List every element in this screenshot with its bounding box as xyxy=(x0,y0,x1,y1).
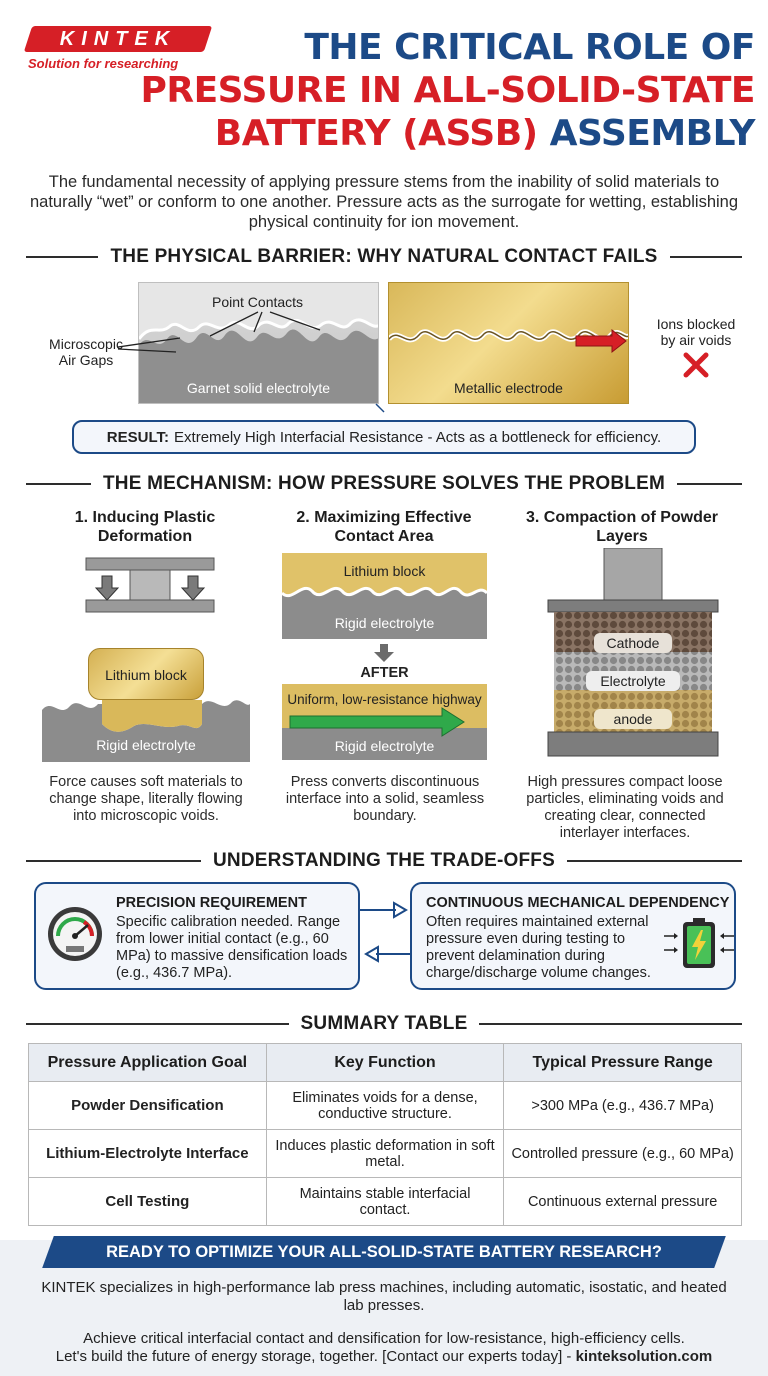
col3-cathode-label: Cathode xyxy=(594,633,672,653)
col1-title: 1. Inducing Plastic Deformation xyxy=(74,509,216,545)
table-header-cell: Key Function xyxy=(265,1043,505,1082)
barrier-heading: THE PHYSICAL BARRIER: WHY NATURAL CONTAC… xyxy=(26,245,742,269)
point-contacts-label: Point Contacts xyxy=(212,294,304,310)
footer-line-3: Let's build the future of energy storage… xyxy=(30,1348,738,1366)
table-cell: Continuous external pressure xyxy=(503,1177,742,1226)
page-title: THE CRITICAL ROLE OF PRESSURE IN ALL-SOL… xyxy=(105,26,755,155)
website-link[interactable]: kinteksolution.com xyxy=(575,1348,713,1365)
title-line-3a: BATTERY (ASSB) xyxy=(214,113,538,154)
red-x-icon xyxy=(683,352,709,378)
result-label: RESULT: xyxy=(106,428,170,446)
table-cell: Maintains stable interfacial contact. xyxy=(265,1177,505,1226)
down-arrow-icon xyxy=(374,644,394,662)
table-cell: Powder Densification xyxy=(28,1081,267,1130)
table-cell: Induces plastic deformation in soft meta… xyxy=(265,1129,505,1178)
pressure-gauge-icon xyxy=(48,907,102,961)
logo-word: KINTEK xyxy=(59,28,177,50)
result-text: Extremely High Interfacial Resistance - … xyxy=(174,428,662,446)
table-cell: >300 MPa (e.g., 436.7 MPa) xyxy=(503,1081,742,1130)
table-cell: Controlled pressure (e.g., 60 MPa) xyxy=(503,1129,742,1178)
col1-electrolyte-label: Rigid electrolyte xyxy=(96,737,196,753)
table-header-cell: Pressure Application Goal xyxy=(28,1043,267,1082)
col2-description: Press converts discontinuous interface i… xyxy=(285,774,485,824)
precision-title: PRECISION REQUIREMENT xyxy=(116,895,307,911)
precision-text: Specific calibration needed. Range from … xyxy=(116,914,348,981)
footer-line-2: Achieve critical interfacial contact and… xyxy=(83,1330,685,1347)
table-row: Cell Testing Maintains stable interfacia… xyxy=(28,1177,742,1226)
table-cell: Lithium-Electrolyte Interface xyxy=(28,1129,267,1178)
intro-paragraph: The fundamental necessity of applying pr… xyxy=(29,173,739,231)
dependency-title: CONTINUOUS MECHANICAL DEPENDENCY xyxy=(426,895,730,911)
col2-highway-label: Uniform, low-resistance highway xyxy=(287,692,482,707)
summary-heading: SUMMARY TABLE xyxy=(26,1012,743,1036)
mechanism-heading-text: THE MECHANISM: HOW PRESSURE SOLVES THE P… xyxy=(103,473,665,494)
exchange-arrows-icon xyxy=(360,901,412,963)
garnet-interface-panel: Garnet solid electrolyte xyxy=(138,282,379,404)
col2-electrolyte-label: Rigid electrolyte xyxy=(334,615,435,631)
powder-compaction-icon xyxy=(547,548,719,757)
col2-after-label: AFTER xyxy=(360,665,409,681)
mechanism-heading: THE MECHANISM: HOW PRESSURE SOLVES THE P… xyxy=(26,472,742,496)
cta-banner-text: READY TO OPTIMIZE YOUR ALL-SOLID-STATE B… xyxy=(106,1242,662,1261)
battery-icon xyxy=(664,918,734,968)
footer-line-1: KINTEK specializes in high-performance l… xyxy=(41,1279,727,1314)
table-header-row: Pressure Application Goal Key Function T… xyxy=(28,1043,742,1082)
result-box: RESULT: Extremely High Interfacial Resis… xyxy=(72,420,696,454)
flow-arrow-icon xyxy=(289,707,465,737)
col1-description: Force causes soft materials to change sh… xyxy=(49,774,243,824)
ions-blocked-label: Ions blocked by air voids xyxy=(656,316,736,348)
barrier-annotation-arrows xyxy=(117,311,627,413)
table-cell: Eliminates voids for a dense, conductive… xyxy=(265,1081,505,1130)
barrier-heading-text: THE PHYSICAL BARRIER: WHY NATURAL CONTAC… xyxy=(110,246,658,267)
dependency-text: Often requires maintained external press… xyxy=(426,914,651,981)
title-line-2b: ALL-SOLID-STATE xyxy=(413,70,756,111)
ion-arrow-icon xyxy=(575,328,627,354)
col3-description: High pressures compact loose particles, … xyxy=(526,774,724,841)
col2-before-panel: Lithium block Rigid electrolyte xyxy=(282,553,487,639)
col2-lithium-label: Lithium block xyxy=(343,563,426,579)
cta-banner[interactable]: READY TO OPTIMIZE YOUR ALL-SOLID-STATE B… xyxy=(42,1236,726,1268)
col3-anode-label: anode xyxy=(594,709,672,729)
garnet-label: Garnet solid electrolyte xyxy=(186,380,331,396)
footer-line-3-text: Let's build the future of energy storage… xyxy=(55,1348,576,1365)
air-gaps-label: Microscopic Air Gaps xyxy=(49,336,123,368)
kintek-logo[interactable]: KINTEK Solution for researching xyxy=(23,26,213,74)
col3-electrolyte-label: Electrolyte xyxy=(586,671,680,691)
col3-title: 3. Compaction of Powder Layers xyxy=(525,509,718,545)
col2-electrolyte2-label: Rigid electrolyte xyxy=(334,738,435,754)
table-row: Powder Densification Eliminates voids fo… xyxy=(28,1081,742,1130)
table-cell: Cell Testing xyxy=(28,1177,267,1226)
col2-after-panel: Uniform, low-resistance highway Rigid el… xyxy=(282,684,487,760)
metal-label: Metallic electrode xyxy=(454,380,563,396)
summary-heading-text: SUMMARY TABLE xyxy=(300,1013,468,1034)
tradeoffs-heading-text: UNDERSTANDING THE TRADE-OFFS xyxy=(213,850,555,871)
col2-title: 2. Maximizing Effective Contact Area xyxy=(296,509,472,545)
table-header-cell: Typical Pressure Range xyxy=(503,1043,742,1082)
col1-deformed-interface xyxy=(42,700,250,762)
summary-table: Pressure Application Goal Key Function T… xyxy=(28,1043,742,1226)
mechanical-dependency-card xyxy=(410,882,736,990)
table-row: Lithium-Electrolyte Interface Induces pl… xyxy=(28,1129,742,1178)
title-line-3b: ASSEMBLY xyxy=(537,113,756,154)
press-icon xyxy=(85,557,215,613)
col1-lithium-block: Lithium block xyxy=(88,648,204,700)
logo-tagline: Solution for researching xyxy=(28,56,179,71)
title-line-2a: PRESSURE IN xyxy=(140,70,414,111)
title-line-1: THE CRITICAL ROLE OF xyxy=(304,27,755,68)
tradeoffs-heading: UNDERSTANDING THE TRADE-OFFS xyxy=(26,849,742,873)
